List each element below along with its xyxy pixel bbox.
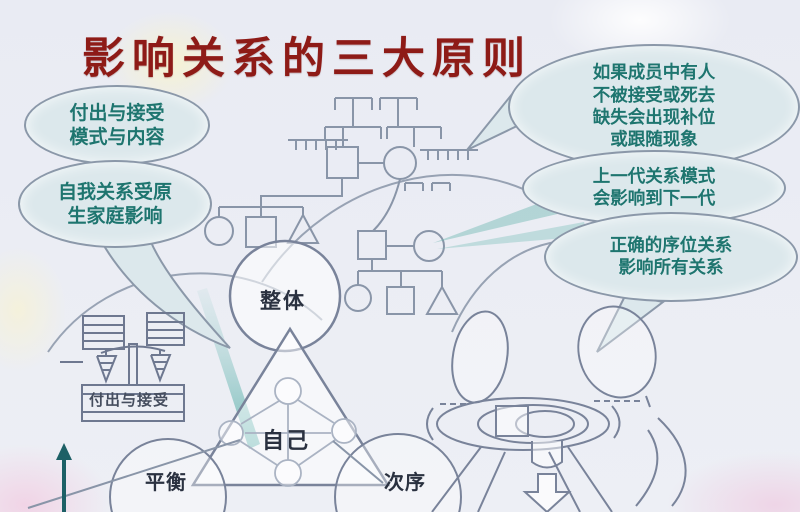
bubble-line: 或跟随现象 — [610, 130, 698, 151]
bubble-line: 上一代关系模式 — [592, 166, 716, 187]
balance-scale-icon — [60, 312, 185, 422]
bubble-line: 正确的序位关系 — [609, 235, 733, 256]
down-arrow-icon — [522, 473, 572, 512]
bubble-line: 缺失会出现补位 — [592, 108, 716, 128]
genogram — [204, 97, 478, 315]
label-give-receive: 付出与接受 — [89, 391, 170, 409]
bubble-line: 自我关系受原 — [57, 180, 172, 203]
order-diagram — [426, 395, 687, 512]
bubble-order-rule: 正确的序位关系 影响所有关系 — [544, 212, 798, 302]
bubble-line: 会影响到下一代 — [592, 189, 716, 209]
bubble-give-receive-pattern: 付出与接受 模式与内容 — [24, 85, 210, 165]
label-self: 自己 — [262, 429, 311, 454]
bottom-circles — [109, 433, 462, 512]
connector-line — [332, 440, 384, 484]
page-title: 影响关系的三大原则 — [82, 34, 532, 84]
bubble-line: 影响所有关系 — [618, 258, 724, 278]
label-whole: 整体 — [260, 289, 306, 313]
tall-ellipses — [451, 305, 657, 404]
bubble-line: 付出与接受 — [69, 101, 165, 124]
bubble-tails — [86, 90, 666, 353]
bubble-member-loss: 如果成员中有人 不被接受或死去 缺失会出现补位 或跟随现象 — [508, 44, 800, 170]
bubble-line: 不被接受或死去 — [592, 85, 716, 106]
label-order: 次序 — [384, 470, 426, 494]
label-balance: 平衡 — [145, 470, 187, 494]
up-arrow-icon — [56, 443, 72, 512]
bubble-line: 如果成员中有人 — [592, 63, 716, 84]
bubble-self-origin: 自我关系受原 生家庭影响 — [18, 160, 212, 248]
bubble-line: 生家庭影响 — [67, 205, 163, 227]
node-network — [218, 377, 357, 487]
bubble-line: 模式与内容 — [69, 126, 165, 148]
